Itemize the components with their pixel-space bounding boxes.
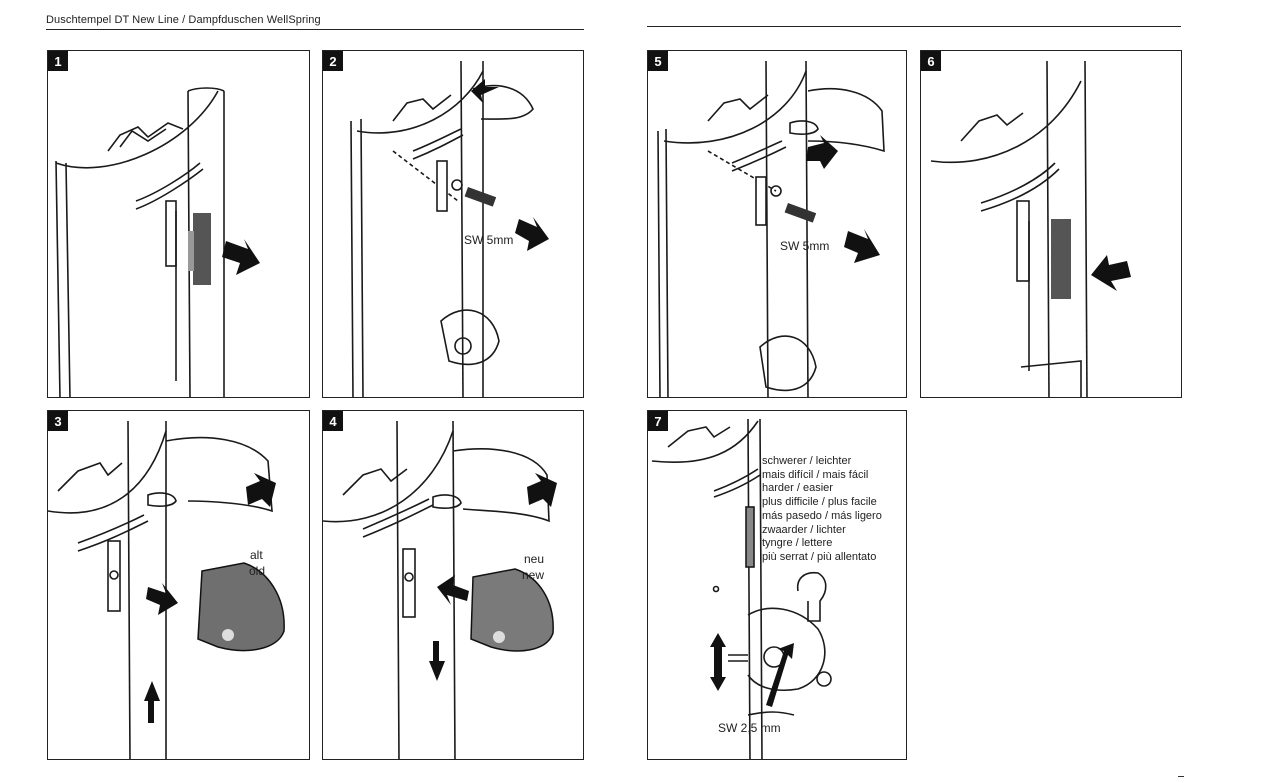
adjust-line: harder / easier	[762, 482, 833, 495]
shower-slider-clip	[193, 213, 211, 285]
arrow-left	[1091, 255, 1131, 291]
step-3-illustration	[48, 420, 285, 759]
arrow-up	[144, 681, 160, 723]
new-holder	[470, 568, 554, 652]
header-rule-right	[647, 26, 1181, 27]
step-4-panel: 4 neu new	[322, 410, 584, 760]
adjust-line: mais difícil / mais fácil	[762, 468, 869, 481]
arrow-right	[515, 217, 549, 251]
old-holder	[197, 562, 285, 652]
step-6-panel: 6	[920, 50, 1182, 398]
arrow-left	[437, 575, 469, 605]
step-number: 3	[48, 411, 68, 431]
arrow-right	[222, 239, 260, 275]
step-4-illustration	[323, 420, 557, 759]
adjust-line: più serrat / più allentato	[762, 550, 877, 563]
step-1-panel: 1	[47, 50, 310, 398]
resistance-adjust-list: schwerer / leichter mais difícil / mais …	[762, 455, 882, 565]
holder-label-line2: old	[249, 564, 266, 578]
arrow-down	[429, 641, 445, 681]
adjust-line: plus difficile / plus facile	[762, 496, 877, 509]
step-7-panel: 7 SW 2,5 mm	[647, 410, 907, 760]
holder-label-line1: alt	[250, 548, 263, 562]
adjust-line: tyngre / lettere	[762, 537, 833, 550]
arrow-right	[146, 583, 178, 615]
step-number: 1	[48, 51, 68, 71]
holder-label-line1: neu	[524, 552, 545, 566]
step-5-panel: 5 SW 5mm	[647, 50, 907, 398]
header-rule-left	[46, 29, 584, 30]
step-number: 5	[648, 51, 668, 71]
arrow-push-screw	[844, 229, 880, 263]
step-7-illustration	[651, 418, 832, 759]
shower-slider-clip	[1051, 219, 1071, 299]
step-1-illustration	[55, 87, 260, 397]
step-2-panel: 2 SW 5mm	[322, 50, 584, 398]
arrow-push	[527, 473, 557, 507]
arrow-up-down	[710, 633, 726, 691]
adjust-line: zwaarder / lichter	[762, 523, 846, 536]
header-title: Duschtempel DT New Line / Dampfduschen W…	[46, 14, 321, 26]
step-2-illustration	[350, 60, 549, 397]
arrow-key	[766, 643, 794, 707]
arrow-push	[806, 135, 838, 169]
step-number: 4	[323, 411, 343, 431]
step-3-panel: 3 alt old	[47, 410, 310, 760]
holder-label-line2: new	[522, 568, 545, 582]
step-number: 7	[648, 411, 668, 431]
page-mark	[1178, 776, 1184, 777]
arrow-push	[246, 473, 276, 507]
adjust-line: más pasedo / más ligero	[762, 509, 882, 522]
step-5-illustration	[657, 60, 885, 397]
arrow-push	[471, 79, 499, 103]
step-number: 2	[323, 51, 343, 71]
tool-label: SW 5mm	[780, 239, 830, 253]
tool-label: SW 5mm	[464, 233, 514, 247]
step-number: 6	[921, 51, 941, 71]
adjust-line: schwerer / leichter	[762, 455, 852, 467]
step-6-illustration	[930, 60, 1131, 397]
tool-label: SW 2,5 mm	[718, 721, 781, 735]
